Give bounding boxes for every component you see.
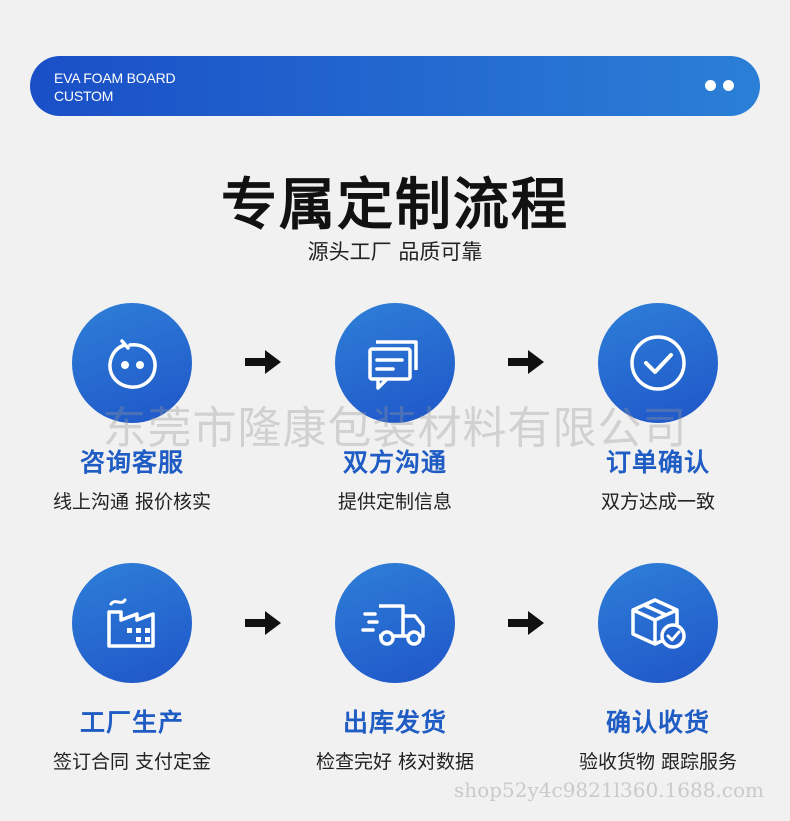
step-receive: 确认收货 验收货物 跟踪服务	[538, 563, 778, 774]
banner-line-1: EVA FOAM BOARD	[54, 70, 176, 86]
step-shipping: 出库发货 检查完好 核对数据	[275, 563, 515, 774]
factory-icon	[107, 598, 155, 648]
banner-text: EVA FOAM BOARD CUSTOM	[54, 69, 176, 105]
step-production: 工厂生产 签订合同 支付定金	[12, 563, 252, 774]
step-desc: 验收货物 跟踪服务	[578, 751, 738, 773]
step-confirm-order: 订单确认 双方达成一致	[538, 303, 778, 514]
truck-icon	[361, 604, 425, 646]
dot-icon	[705, 80, 716, 91]
dot-icon	[723, 80, 734, 91]
step-desc: 提供定制信息	[337, 491, 452, 513]
step-title: 订单确认	[605, 448, 710, 477]
step-icon-circle	[335, 563, 455, 683]
step-title: 出库发货	[342, 708, 447, 737]
step-title: 咨询客服	[79, 448, 184, 477]
step-consult: 咨询客服 线上沟通 报价核实	[12, 303, 252, 514]
step-title: 双方沟通	[342, 448, 447, 477]
page-title: 专属定制流程	[221, 173, 569, 238]
page-subtitle: 源头工厂 品质可靠	[307, 240, 483, 264]
banner-line-2: CUSTOM	[54, 88, 114, 104]
header-banner: EVA FOAM BOARD CUSTOM	[30, 56, 760, 116]
step-desc: 双方达成一致	[600, 491, 715, 513]
arrow-right-icon	[245, 350, 281, 374]
step-communicate: 双方沟通 提供定制信息	[275, 303, 515, 514]
step-title: 工厂生产	[79, 708, 184, 737]
step-desc: 检查完好 核对数据	[315, 751, 475, 773]
step-desc: 线上沟通 报价核实	[52, 491, 212, 513]
step-desc: 签订合同 支付定金	[52, 751, 212, 773]
step-icon-circle	[72, 303, 192, 423]
check-circle-icon	[630, 335, 686, 391]
step-title: 确认收货	[605, 708, 710, 737]
chat-bot-icon	[108, 339, 157, 389]
message-icon	[368, 340, 418, 390]
step-icon-circle	[598, 303, 718, 423]
box-check-icon	[631, 598, 686, 649]
step-icon-circle	[335, 303, 455, 423]
arrow-right-icon	[245, 611, 281, 635]
arrow-right-icon	[508, 350, 544, 374]
banner-dots	[705, 80, 734, 91]
step-icon-circle	[598, 563, 718, 683]
shop-url-watermark: shop52y4c9821l360.1688.com	[454, 778, 764, 802]
arrow-right-icon	[508, 611, 544, 635]
step-icon-circle	[72, 563, 192, 683]
